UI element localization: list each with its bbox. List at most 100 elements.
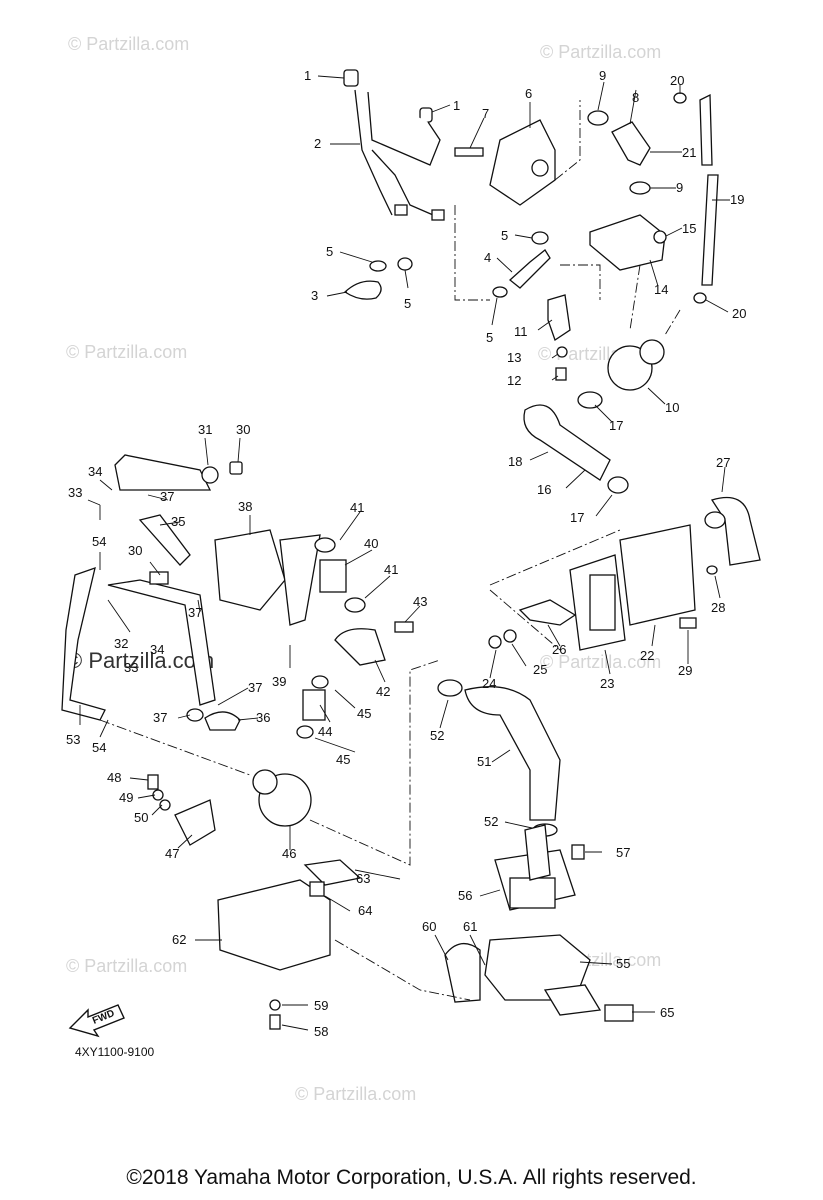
callout-label: 47 (165, 846, 179, 861)
callout-label: 7 (482, 106, 489, 121)
callout-label: 25 (533, 662, 547, 677)
clamp-part (186, 708, 204, 722)
clamp-part (577, 391, 603, 409)
clamp-part (587, 110, 609, 126)
hose-part (371, 149, 441, 219)
callout-label: 52 (430, 728, 444, 743)
clamp-part (201, 466, 219, 484)
callout-label: 65 (660, 1005, 674, 1020)
callout-label: 29 (678, 663, 692, 678)
bolt-part (454, 147, 484, 157)
callout-label: 2 (314, 136, 321, 151)
elbow-part (343, 280, 382, 300)
clamp-part (531, 231, 549, 245)
bracket-part (279, 534, 321, 626)
nut-part (653, 230, 667, 244)
callout-label: 62 (172, 932, 186, 947)
callout-label: 5 (326, 244, 333, 259)
upper-assembly (343, 69, 719, 494)
callout-label: 52 (484, 814, 498, 829)
callout-label: 18 (508, 454, 522, 469)
sleeve-part (302, 689, 326, 721)
guide-line (560, 264, 601, 300)
callout-label: 45 (336, 752, 350, 767)
callout-label: 33 (68, 485, 82, 500)
clamp-part (311, 675, 329, 689)
callout-label: 37 (188, 605, 202, 620)
bracket-part (589, 214, 666, 271)
callout-label: 17 (570, 510, 584, 525)
clamp-part (673, 92, 687, 104)
guide-line (554, 100, 581, 181)
callout-label: 10 (665, 400, 679, 415)
bolt-part (147, 774, 159, 790)
clamp-part (344, 597, 366, 613)
callout-label: 22 (640, 648, 654, 663)
callout-label: 54 (92, 534, 106, 549)
callout-label: 16 (537, 482, 551, 497)
callout-label: 60 (422, 919, 436, 934)
callout-label: 26 (552, 642, 566, 657)
clamp-part (704, 511, 726, 529)
bracket-part (174, 799, 216, 846)
cap-part (343, 69, 359, 87)
hose-part (611, 121, 651, 166)
bolt-part (604, 1004, 634, 1022)
callout-label: 58 (314, 1024, 328, 1039)
pump-port-part (531, 159, 549, 177)
filter-element-part (589, 574, 616, 631)
valve-body-part (214, 529, 286, 611)
callout-label: 23 (600, 676, 614, 691)
callout-label: 28 (711, 600, 725, 615)
callout-label: 40 (364, 536, 378, 551)
callout-label: 3 (311, 288, 318, 303)
callout-label: 50 (134, 810, 148, 825)
copyright-notice: ©2018 Yamaha Motor Corporation, U.S.A. A… (126, 1166, 697, 1189)
watermark: © Partzilla.com (540, 42, 661, 62)
callout-label: 24 (482, 676, 496, 691)
washer-part (503, 629, 517, 643)
watermark: © Partzilla.com (540, 652, 661, 672)
clamp-part (397, 257, 413, 271)
callout-label: 5 (501, 228, 508, 243)
callout-label: 37 (248, 680, 262, 695)
callout-layer: 1 1 2 3 4 5 5 5 5 6 7 8 9 9 10 11 12 13 … (66, 68, 746, 1039)
hose-part (523, 404, 611, 481)
callout-label: 49 (119, 790, 133, 805)
guide-line (629, 264, 641, 331)
callout-label: 9 (676, 180, 683, 195)
callout-label: 48 (107, 770, 121, 785)
callout-label: 41 (350, 500, 364, 515)
callout-label: 46 (282, 846, 296, 861)
callout-label: 21 (682, 145, 696, 160)
callout-label: 33 (124, 660, 138, 675)
callout-label: 30 (128, 543, 142, 558)
callout-label: 53 (66, 732, 80, 747)
callout-label: 27 (716, 455, 730, 470)
washer-part (556, 346, 568, 358)
callout-label: 34 (150, 642, 164, 657)
guide-line (489, 529, 621, 586)
cover-part (303, 859, 362, 886)
callout-label: 34 (88, 464, 102, 479)
clamp-part (706, 565, 718, 575)
screw-part (269, 1014, 281, 1030)
callout-label: 41 (384, 562, 398, 577)
callout-label: 31 (198, 422, 212, 437)
callout-label: 14 (654, 282, 668, 297)
sleeve-part (319, 559, 347, 593)
screw-part (555, 367, 567, 381)
elbow-part (334, 628, 386, 666)
fwd-arrow-icon: FWD (68, 1004, 125, 1038)
guide-line (489, 589, 561, 651)
callout-label: 51 (477, 754, 491, 769)
clamp-part (607, 476, 629, 494)
callout-label: 37 (153, 710, 167, 725)
hose-end-part (431, 209, 445, 221)
guide-line (334, 939, 471, 1001)
callout-label: 6 (525, 86, 532, 101)
callout-label: 36 (256, 710, 270, 725)
screw-part (571, 844, 585, 860)
callout-label: 55 (616, 956, 630, 971)
hose-part (107, 579, 216, 706)
